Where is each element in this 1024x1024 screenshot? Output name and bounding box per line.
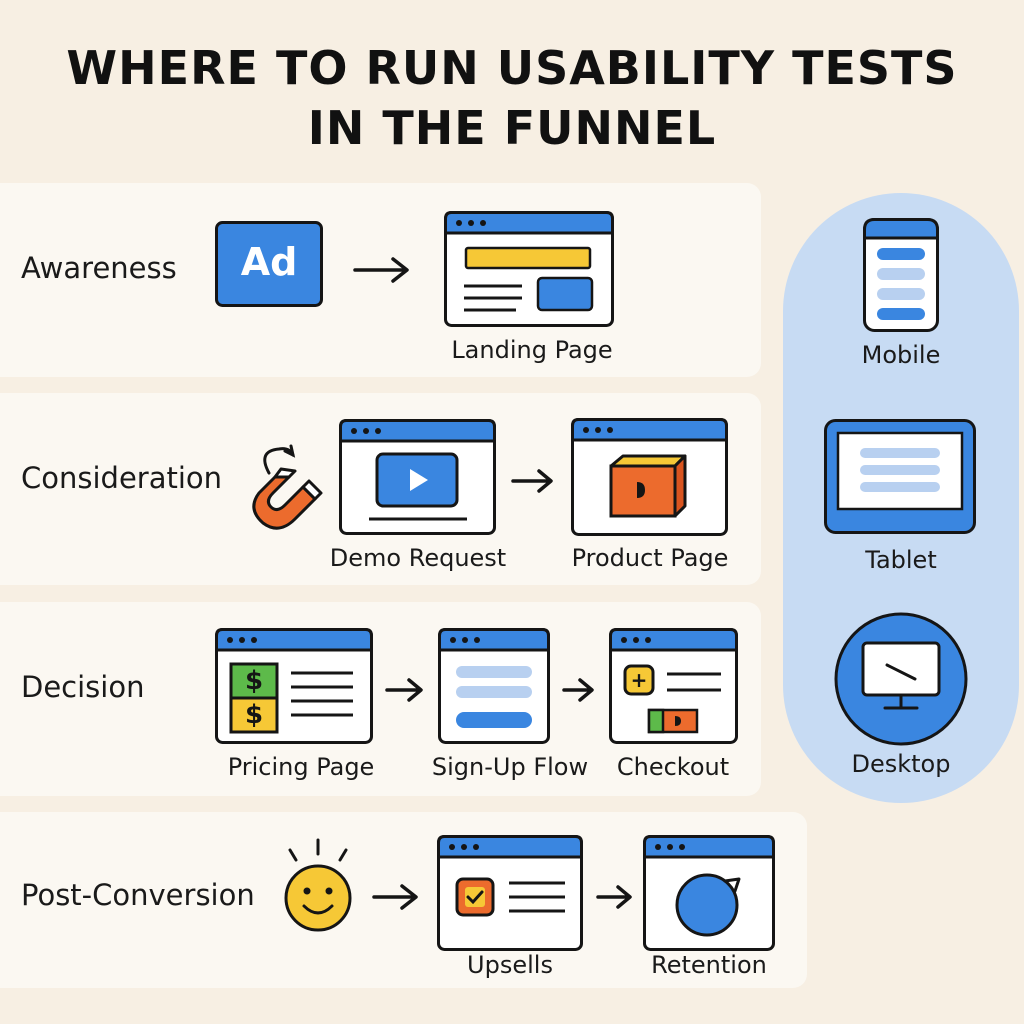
pricing-page-screen: $ $ (215, 628, 373, 748)
mobile-icon (863, 218, 939, 336)
stage-label-post-conversion: Post-Conversion (21, 878, 255, 912)
retention-screen (643, 835, 775, 955)
device-label-mobile: Mobile (861, 341, 941, 369)
title-line-2: IN THE FUNNEL (307, 101, 717, 155)
caption-product-page: Product Page (571, 544, 729, 572)
arrow-right-icon (385, 677, 427, 707)
arrow-right-icon (511, 468, 557, 498)
landing-page-screen (444, 211, 614, 331)
dollar-symbol: $ (244, 666, 264, 696)
checkout-screen: + (609, 628, 738, 748)
stage-label-awareness: Awareness (21, 251, 177, 285)
stage-band-awareness (0, 183, 761, 377)
stage-label-decision: Decision (21, 670, 145, 704)
smiley-icon (282, 836, 354, 936)
device-label-desktop: Desktop (851, 750, 951, 778)
caption-upsells: Upsells (467, 951, 553, 979)
arrow-right-icon (596, 882, 636, 916)
page-title: WHERE TO RUN USABILITY TESTS IN THE FUNN… (0, 38, 1024, 158)
stage-label-consideration: Consideration (21, 461, 223, 495)
caption-sign-up-flow: Sign-Up Flow (431, 753, 589, 781)
dollar-symbol: $ (244, 700, 264, 730)
tablet-icon (824, 419, 976, 541)
arrow-right-icon (562, 677, 598, 707)
caption-demo-request: Demo Request (329, 544, 507, 572)
magnet-icon (245, 443, 325, 537)
ad-icon-label: Ad (240, 240, 298, 284)
caption-landing-page: Landing Page (451, 336, 613, 364)
devices-panel: Mobile Tablet Desktop (783, 193, 1019, 803)
demo-request-screen (339, 419, 496, 539)
caption-retention: Retention (651, 951, 767, 979)
plus-symbol: + (630, 668, 648, 692)
caption-pricing-page: Pricing Page (227, 753, 375, 781)
product-page-screen (571, 418, 728, 540)
desktop-icon (833, 611, 969, 751)
device-label-tablet: Tablet (865, 546, 937, 574)
arrow-right-icon (353, 255, 413, 289)
ad-icon: Ad (215, 221, 323, 307)
upsells-screen (437, 835, 583, 955)
arrow-right-icon (372, 882, 422, 916)
caption-checkout: Checkout (616, 753, 730, 781)
title-line-1: WHERE TO RUN USABILITY TESTS (66, 41, 958, 95)
sign-up-flow-screen (438, 628, 550, 748)
